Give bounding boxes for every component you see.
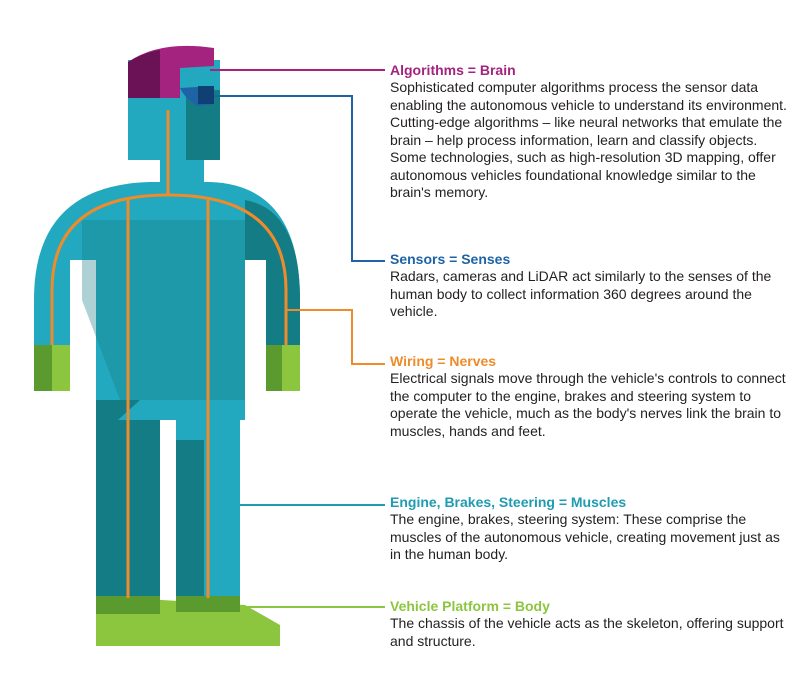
senses-callout-line bbox=[214, 95, 385, 262]
eye-sensor-icon bbox=[180, 86, 214, 106]
legs bbox=[96, 400, 240, 596]
brain-title: Algorithms = Brain bbox=[390, 62, 516, 78]
nerves-description: Electrical signals move through the vehi… bbox=[390, 370, 786, 439]
senses-description: Radars, cameras and LiDAR act similarly … bbox=[390, 268, 772, 319]
senses-section: Sensors = Senses Radars, cameras and LiD… bbox=[390, 251, 790, 321]
nerves-section: Wiring = Nerves Electrical signals move … bbox=[390, 353, 790, 440]
brain-description: Sophisticated computer algorithms proces… bbox=[390, 79, 787, 200]
muscles-section: Engine, Brakes, Steering = Muscles The e… bbox=[390, 494, 790, 564]
muscles-title: Engine, Brakes, Steering = Muscles bbox=[390, 494, 627, 510]
hands bbox=[34, 345, 300, 391]
nerves-callout-line bbox=[286, 309, 385, 365]
wiring-lines bbox=[50, 110, 288, 598]
nerves-title: Wiring = Nerves bbox=[390, 353, 497, 369]
body-section: Vehicle Platform = Body The chassis of t… bbox=[390, 598, 790, 650]
body-title: Vehicle Platform = Body bbox=[390, 598, 550, 614]
head bbox=[128, 45, 220, 160]
senses-title: Sensors = Senses bbox=[390, 251, 511, 267]
brain-section: Algorithms = Brain Sophisticated compute… bbox=[390, 62, 790, 202]
feet bbox=[96, 592, 280, 646]
muscles-description: The engine, brakes, steering system: The… bbox=[390, 511, 780, 562]
body-description: The chassis of the vehicle acts as the s… bbox=[390, 615, 784, 649]
callout-lines bbox=[210, 69, 385, 608]
